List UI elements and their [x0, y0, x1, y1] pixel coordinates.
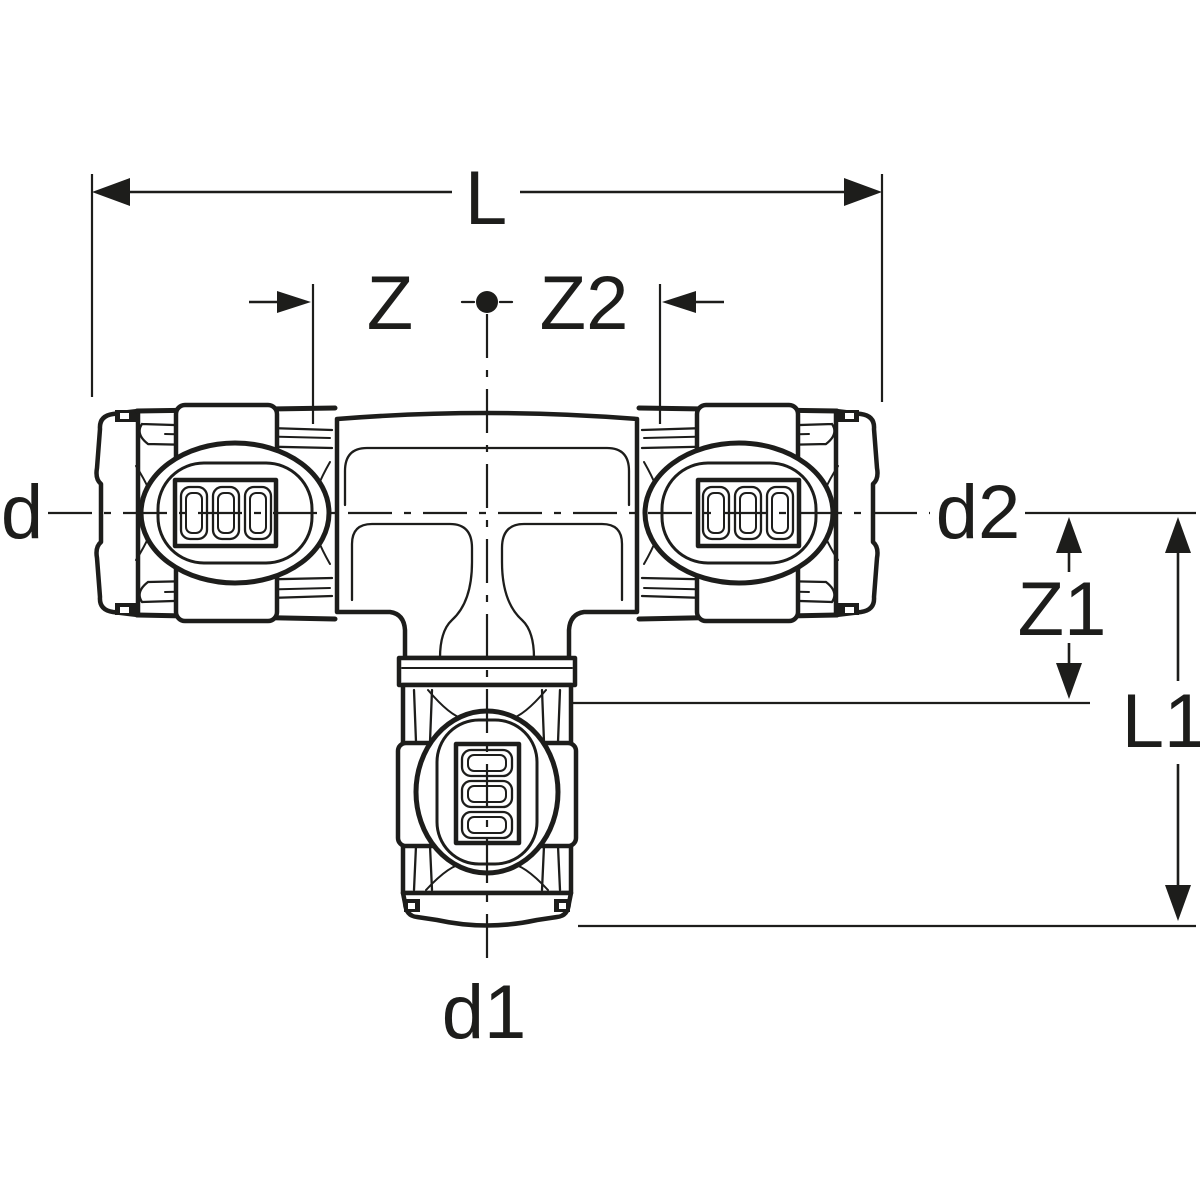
dim-label-L1: L1 — [1122, 679, 1200, 764]
tee-body-outline — [334, 410, 640, 661]
centerlines — [48, 314, 930, 966]
arrowhead-up — [1165, 517, 1191, 553]
indicator-window-inner — [467, 816, 507, 834]
reference-lines — [572, 511, 1196, 928]
arrowhead-right — [844, 178, 882, 206]
arrowhead-up — [1056, 517, 1082, 553]
dimension-L1: L1 — [1122, 517, 1200, 921]
dimension-Z: Z — [249, 261, 413, 424]
center-mark — [460, 291, 514, 313]
cap-tab-slot — [408, 903, 415, 909]
dim-label-d: d — [1, 470, 43, 555]
tee-body-lower-right-panel — [500, 522, 624, 660]
arrowhead-down — [1165, 885, 1191, 921]
dim-label-d2: d2 — [936, 470, 1021, 555]
arrowhead-left — [662, 291, 696, 313]
dimension-L: L — [90, 156, 884, 402]
indicator-window — [460, 810, 514, 840]
arrowhead-down — [1056, 663, 1082, 699]
dim-label-Z1: Z1 — [1018, 567, 1107, 652]
dimension-Z1: Z1 — [1018, 517, 1107, 699]
tee-body — [334, 410, 640, 661]
cap-tab-slot — [559, 903, 566, 909]
arrowhead-left — [92, 178, 130, 206]
dim-label-d1: d1 — [442, 970, 527, 1055]
dim-label-L: L — [465, 156, 507, 241]
center-point-dot — [476, 291, 498, 313]
dimension-Z2: Z2 — [540, 261, 724, 424]
arrowhead-right — [277, 291, 311, 313]
dim-label-Z2: Z2 — [540, 261, 629, 346]
tee-body-lower-left-panel — [350, 522, 474, 660]
dim-label-Z: Z — [367, 261, 413, 346]
